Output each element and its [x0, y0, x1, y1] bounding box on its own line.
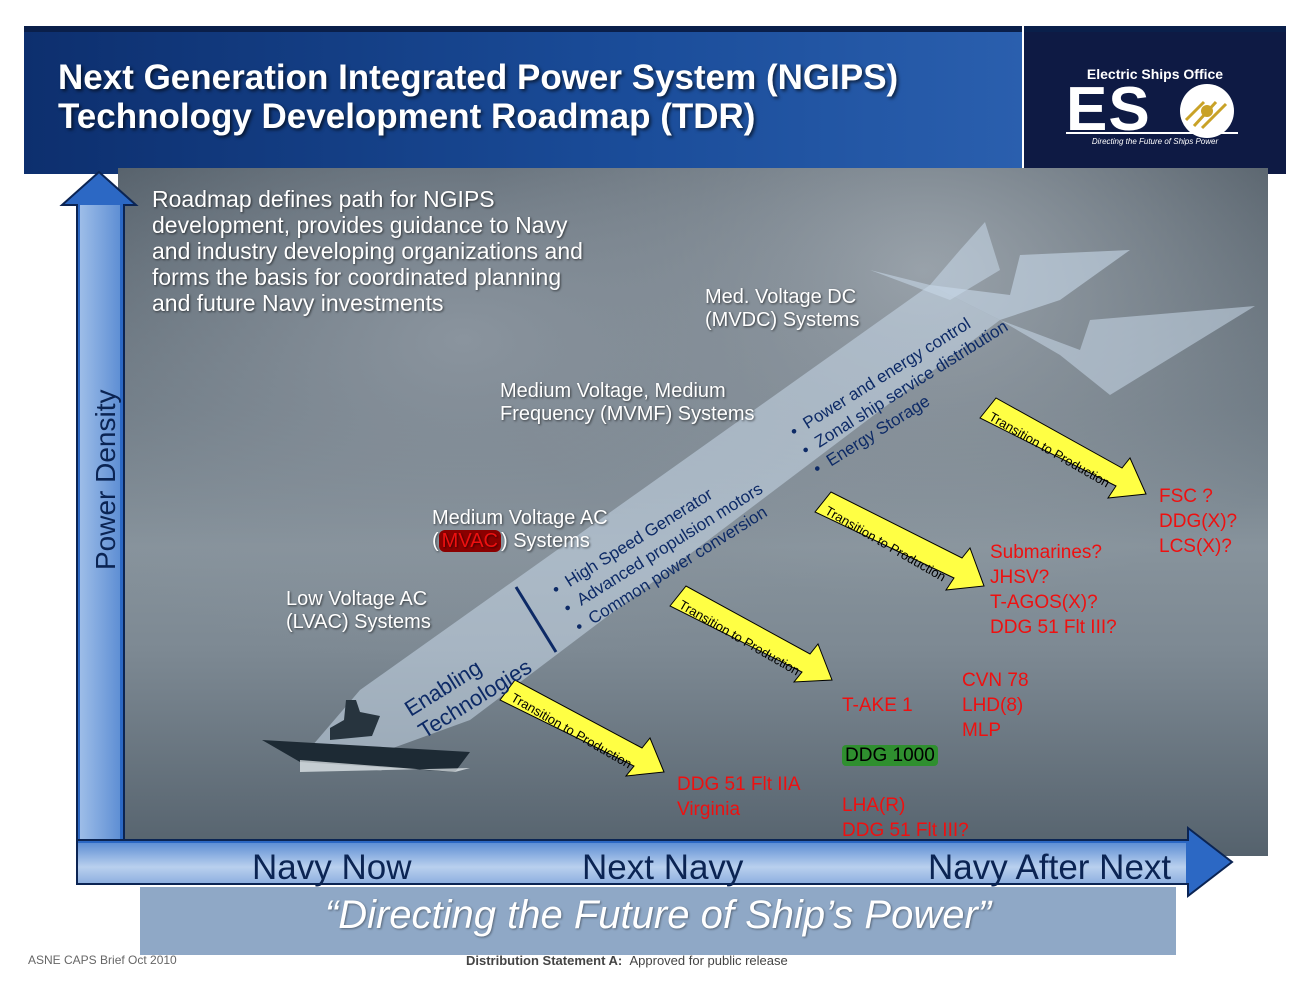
roadmap-arrow-head	[930, 250, 1130, 320]
transition-arrow-2	[669, 585, 833, 683]
logo-letters: ES	[1066, 75, 1151, 144]
logo-tagline: Directing the Future of Ships Power	[1091, 137, 1219, 146]
target-near-rest: LHA(R) DDG 51 Flt III?	[842, 795, 969, 841]
tagline-text: “Directing the Future of Ship’s Power”	[324, 893, 992, 937]
targets-near-col2: CVN 78 LHD(8) MLP	[962, 670, 1029, 741]
stage-mvac-line1: Medium Voltage AC	[432, 507, 608, 529]
x-axis-label-now: Navy Now	[252, 848, 412, 887]
roadmap-arrow-fork-upper	[870, 222, 1000, 300]
target-take1: T-AKE 1	[842, 695, 913, 716]
targets-far: FSC ? DDG(X)? LCS(X)?	[1159, 486, 1238, 557]
logo-org-name: Electric Ships Office	[1086, 66, 1224, 82]
footer-brief-label: ASNE CAPS Brief Oct 2010	[28, 953, 177, 967]
warship-icon	[262, 700, 470, 772]
transition-arrow-1	[499, 679, 665, 777]
intro-text: Roadmap defines path for NGIPS developme…	[152, 186, 583, 316]
footer-distribution: Distribution Statement A: Approved for p…	[466, 953, 788, 968]
stage-mvac-suffix: Systems	[513, 530, 590, 552]
roadmap-arrow-fork-lower	[1000, 306, 1255, 395]
stage-lvac: Low Voltage AC (LVAC) Systems	[286, 588, 431, 633]
title-banner	[24, 26, 1022, 174]
targets-now: DDG 51 Flt IIA Virginia	[677, 774, 801, 820]
stage-mvac: Medium Voltage AC(MVAC) Systems	[432, 507, 608, 552]
target-ddg1000: DDG 1000	[842, 745, 938, 766]
targets-near-col1: T-AKE 1 DDG 1000 LHA(R) DDG 51 Flt III?	[842, 668, 969, 843]
distribution-label: Distribution Statement A:	[466, 953, 623, 968]
transition-arrow-4	[979, 397, 1147, 499]
mvac-highlight: MVAC	[438, 530, 501, 552]
x-axis-label-next: Next Navy	[582, 848, 744, 887]
x-axis-label-after-next: Navy After Next	[928, 848, 1172, 887]
logo-rule	[1066, 132, 1238, 134]
tagline-bar	[140, 887, 1176, 955]
logo-box	[1024, 26, 1286, 174]
transition-arrow-3	[814, 491, 985, 591]
roadmap-arrow-body	[300, 285, 1000, 760]
stage-mvdc: Med. Voltage DC (MVDC) Systems	[705, 286, 860, 331]
targets-mid: Submarines? JHSV? T-AGOS(X)? DDG 51 Flt …	[990, 542, 1117, 638]
logo-wordmark: ES	[1066, 79, 1151, 141]
page-title: Next Generation Integrated Power System …	[58, 58, 899, 136]
logo-emblem-icon	[1180, 84, 1234, 138]
stage-mvmf: Medium Voltage, Medium Frequency (MVMF) …	[500, 380, 755, 425]
distribution-text: Approved for public release	[629, 953, 788, 968]
y-axis-label: Power Density	[90, 389, 121, 570]
enabling-divider	[514, 586, 558, 653]
